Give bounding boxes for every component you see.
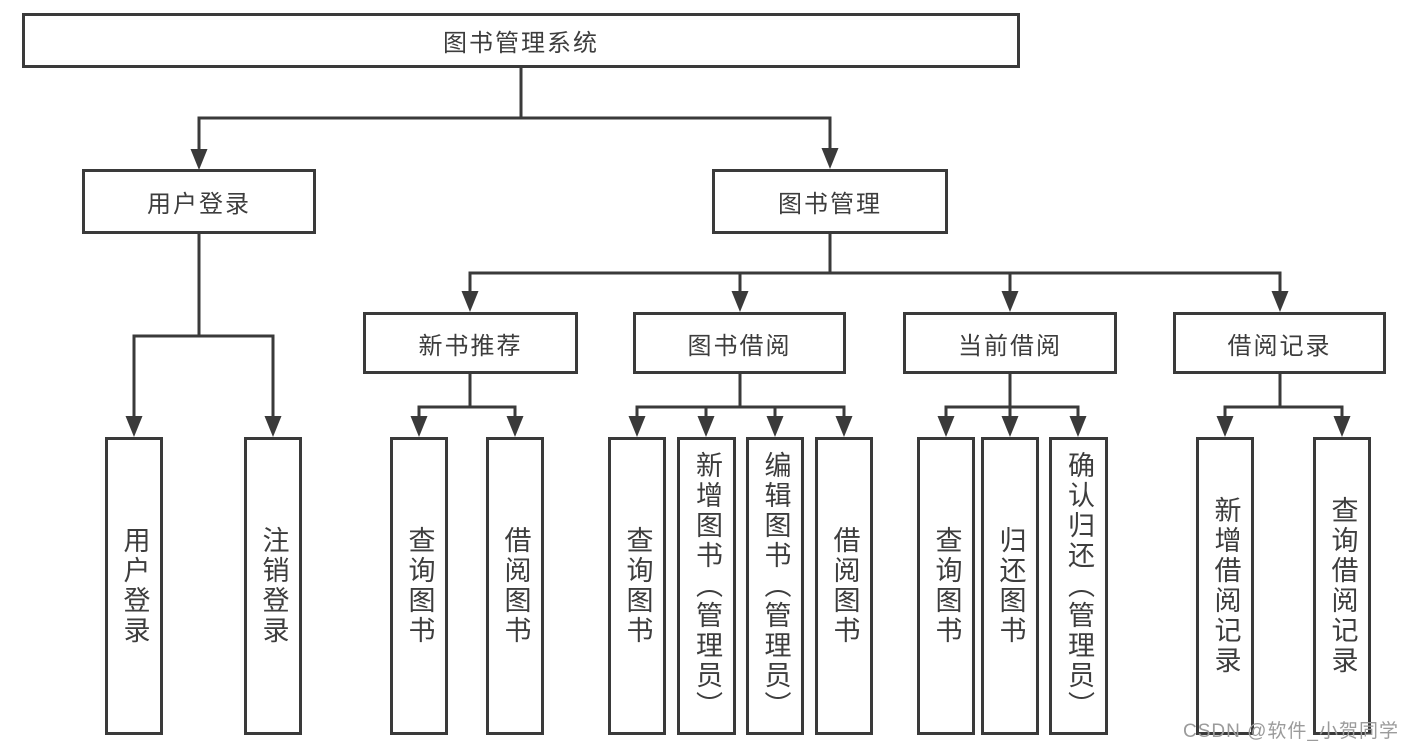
node-book-borrowing: 图书借阅 [633, 312, 846, 374]
leaf-logout-label: 注销登录 [258, 526, 289, 646]
node-library-system: 图书管理系统 [22, 13, 1020, 68]
leaf-current-return-books-label: 归还图书 [995, 526, 1026, 646]
leaf-recommend-query-books: 查询图书 [390, 437, 448, 735]
leaf-borrowing-add-books-admin: 新增图书（管理员） [677, 437, 736, 735]
node-new-book-recommend-label: 新书推荐 [418, 332, 523, 360]
leaf-current-query-books-label: 查询图书 [931, 526, 962, 646]
node-book-management: 图书管理 [712, 169, 948, 234]
node-book-borrowing-label: 图书借阅 [687, 332, 792, 360]
leaf-current-confirm-return-admin-label: 确认归还（管理员） [1064, 451, 1094, 721]
leaf-recommend-query-books-label: 查询图书 [404, 526, 435, 646]
leaf-records-query-record: 查询借阅记录 [1313, 437, 1371, 735]
leaf-current-return-books: 归还图书 [981, 437, 1039, 735]
leaf-borrowing-edit-books-admin-label: 编辑图书（管理员） [760, 451, 791, 721]
leaf-records-add-record: 新增借阅记录 [1196, 437, 1254, 735]
leaf-borrowing-add-books-admin-label: 新增图书（管理员） [692, 451, 722, 721]
leaf-borrowing-borrow-books: 借阅图书 [815, 437, 873, 735]
node-library-system-label: 图书管理系统 [443, 30, 599, 57]
leaf-recommend-borrow-books: 借阅图书 [486, 437, 544, 735]
leaf-logout: 注销登录 [244, 437, 302, 735]
leaf-records-add-record-label: 新增借阅记录 [1210, 496, 1241, 676]
csdn-watermark: CSDN @软件_小贺同学 [1183, 721, 1399, 742]
node-borrowing-records-label: 借阅记录 [1227, 332, 1332, 360]
node-user-login: 用户登录 [82, 169, 316, 234]
leaf-current-query-books: 查询图书 [917, 437, 975, 735]
leaf-records-query-record-label: 查询借阅记录 [1327, 496, 1358, 676]
node-new-book-recommend: 新书推荐 [363, 312, 578, 374]
node-borrowing-records: 借阅记录 [1173, 312, 1386, 374]
leaf-borrowing-query-books-label: 查询图书 [622, 526, 653, 646]
leaf-recommend-borrow-books-label: 借阅图书 [500, 526, 531, 646]
leaf-user-login: 用户登录 [105, 437, 163, 735]
node-user-login-label: 用户登录 [147, 191, 251, 218]
leaf-borrowing-edit-books-admin: 编辑图书（管理员） [746, 437, 804, 735]
leaf-borrowing-query-books: 查询图书 [608, 437, 666, 735]
leaf-current-confirm-return-admin: 确认归还（管理员） [1049, 437, 1108, 735]
node-book-management-label: 图书管理 [778, 191, 882, 218]
leaf-user-login-label: 用户登录 [119, 526, 150, 646]
node-current-borrowing-label: 当前借阅 [958, 332, 1062, 360]
leaf-borrowing-borrow-books-label: 借阅图书 [829, 526, 860, 646]
node-current-borrowing: 当前借阅 [903, 312, 1117, 374]
